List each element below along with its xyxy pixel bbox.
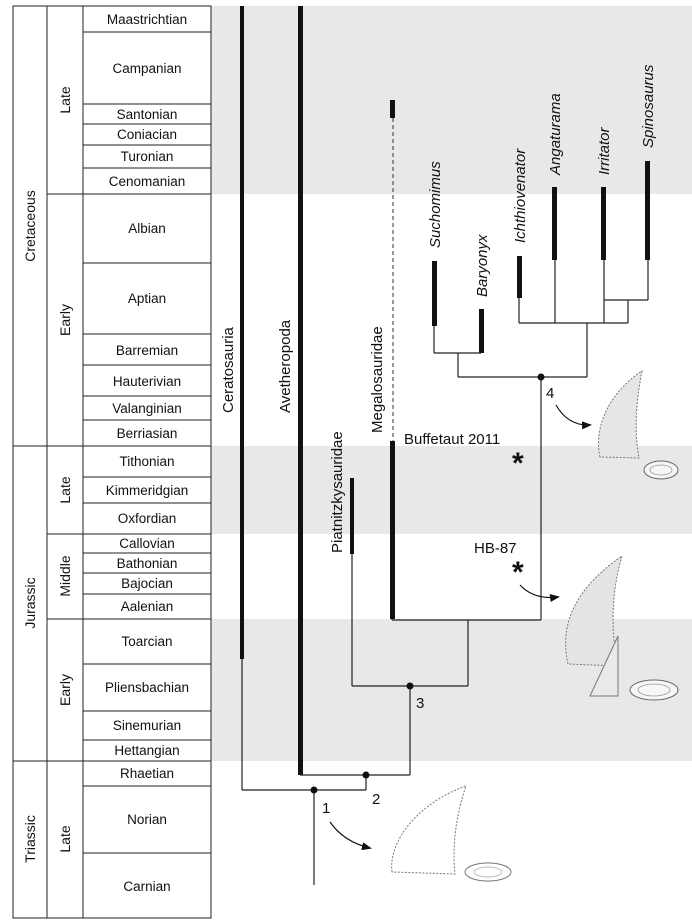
- stage-label-callovian: Callovian: [119, 536, 175, 551]
- node-label-2: 2: [372, 791, 380, 808]
- range-bar-angaturama: [552, 187, 557, 260]
- stage-label-aalenian: Aalenian: [121, 599, 174, 614]
- stage-label-hettangian: Hettangian: [114, 743, 179, 758]
- stage-label-carnian: Carnian: [123, 879, 170, 894]
- taxon-label-suchomimus: Suchomimus: [427, 161, 444, 248]
- stage-boundaries: [83, 31, 211, 854]
- timescale-border: [12, 5, 212, 919]
- node-label-3: 3: [416, 695, 424, 712]
- range-bar-megalosauridae-late: [390, 100, 395, 118]
- stage-label-albian: Albian: [128, 221, 166, 236]
- range-bars: [240, 6, 650, 775]
- epoch-label-middle-jurassic: Middle: [57, 555, 73, 596]
- stage-label-oxfordian: Oxfordian: [118, 511, 177, 526]
- epoch-label-early-jurassic: Early: [57, 674, 73, 706]
- clade-label-ceratosauria: Ceratosauria: [220, 326, 237, 413]
- stage-label-barremian: Barremian: [116, 343, 178, 358]
- stage-label-campanian: Campanian: [112, 61, 181, 76]
- range-bar-suchomimus: [432, 261, 437, 326]
- stage-label-santonian: Santonian: [117, 107, 178, 122]
- epoch-label-late-jurassic: Late: [57, 476, 73, 503]
- stage-label-pliensbachian: Pliensbachian: [105, 680, 189, 695]
- tooth-illustration-spinosaurid: [598, 369, 679, 480]
- arrow-node-4: [555, 404, 592, 430]
- tooth-illustration-hb-87: [565, 554, 679, 701]
- asterisk-buffetaut: *: [512, 447, 524, 480]
- taxon-label-angaturama: Angaturama: [547, 93, 564, 176]
- annotation-hb-87: HB-87: [474, 540, 517, 557]
- stage-label-rhaetian: Rhaetian: [120, 766, 174, 781]
- timescale-table: [12, 5, 212, 919]
- clade-label-piatnitzkysauridae: Piatnitzkysauridae: [329, 431, 346, 553]
- range-bar-spinosaurus: [645, 161, 650, 260]
- stage-label-bathonian: Bathonian: [117, 556, 178, 571]
- stage-label-tithonian: Tithonian: [119, 454, 174, 469]
- node-dot-4: [537, 373, 545, 381]
- stage-label-berriasian: Berriasian: [117, 426, 178, 441]
- range-bar-baryonyx: [479, 309, 484, 353]
- range-bar-avetheropoda: [298, 6, 303, 775]
- band-late-jurassic: [211, 446, 692, 534]
- stage-label-cenomanian: Cenomanian: [109, 174, 186, 189]
- node-label-4: 4: [546, 385, 554, 402]
- stage-label-norian: Norian: [127, 812, 167, 827]
- node-dot-3: [406, 682, 414, 690]
- arrow-node-1: [329, 821, 372, 851]
- clade-label-avetheropoda: Avetheropoda: [277, 319, 294, 413]
- taxon-label-baryonyx: Baryonyx: [474, 234, 491, 297]
- annotation-buffetaut-2011: Buffetaut 2011: [404, 431, 500, 448]
- stage-label-turonian: Turonian: [121, 149, 174, 164]
- range-bar-ceratosauria: [240, 6, 244, 659]
- stage-label-maastrichtian: Maastrichtian: [107, 12, 187, 27]
- period-label-jurassic: Jurassic: [22, 577, 38, 628]
- node-dot-1: [310, 786, 318, 794]
- node-dots: [310, 373, 545, 794]
- band-late-cretaceous: [211, 6, 692, 194]
- range-bar-piatnitzkysauridae: [350, 478, 354, 554]
- epoch-label-late-triassic: Late: [57, 825, 73, 852]
- tooth-illustration-basal: [391, 785, 512, 882]
- node-dot-2: [362, 771, 370, 779]
- epoch-label-late-cretaceous: Late: [57, 86, 73, 113]
- taxon-label-ichthiovenator: Ichthiovenator: [512, 148, 529, 243]
- stage-label-kimmeridgian: Kimmeridgian: [106, 483, 189, 498]
- stage-label-coniacian: Coniacian: [117, 127, 177, 142]
- epoch-label-early-cretaceous: Early: [57, 304, 73, 336]
- taxon-label-spinosaurus: Spinosaurus: [640, 64, 657, 148]
- stage-label-valanginian: Valanginian: [112, 401, 182, 416]
- stage-labels: Maastrichtian Campanian Santonian Coniac…: [105, 12, 189, 894]
- stage-label-toarcian: Toarcian: [121, 634, 172, 649]
- asterisk-hb-87: *: [512, 556, 524, 589]
- range-bar-ichthiovenator: [517, 256, 522, 298]
- stage-label-sinemurian: Sinemurian: [113, 718, 181, 733]
- stage-label-hauterivian: Hauterivian: [113, 374, 181, 389]
- taxon-label-irritator: Irritator: [596, 126, 613, 175]
- range-bar-megalosauridae: [390, 441, 395, 619]
- stage-label-aptian: Aptian: [128, 291, 166, 306]
- node-label-1: 1: [322, 800, 330, 817]
- arrow-hb-87: [519, 584, 560, 602]
- stage-label-bajocian: Bajocian: [121, 576, 173, 591]
- period-label-triassic: Triassic: [22, 815, 38, 863]
- period-label-cretaceous: Cretaceous: [22, 190, 38, 262]
- range-bar-irritator: [601, 187, 606, 260]
- band-early-jurassic: [211, 619, 692, 761]
- arrows: [329, 404, 592, 851]
- clade-label-megalosauridae: Megalosauridae: [369, 326, 386, 433]
